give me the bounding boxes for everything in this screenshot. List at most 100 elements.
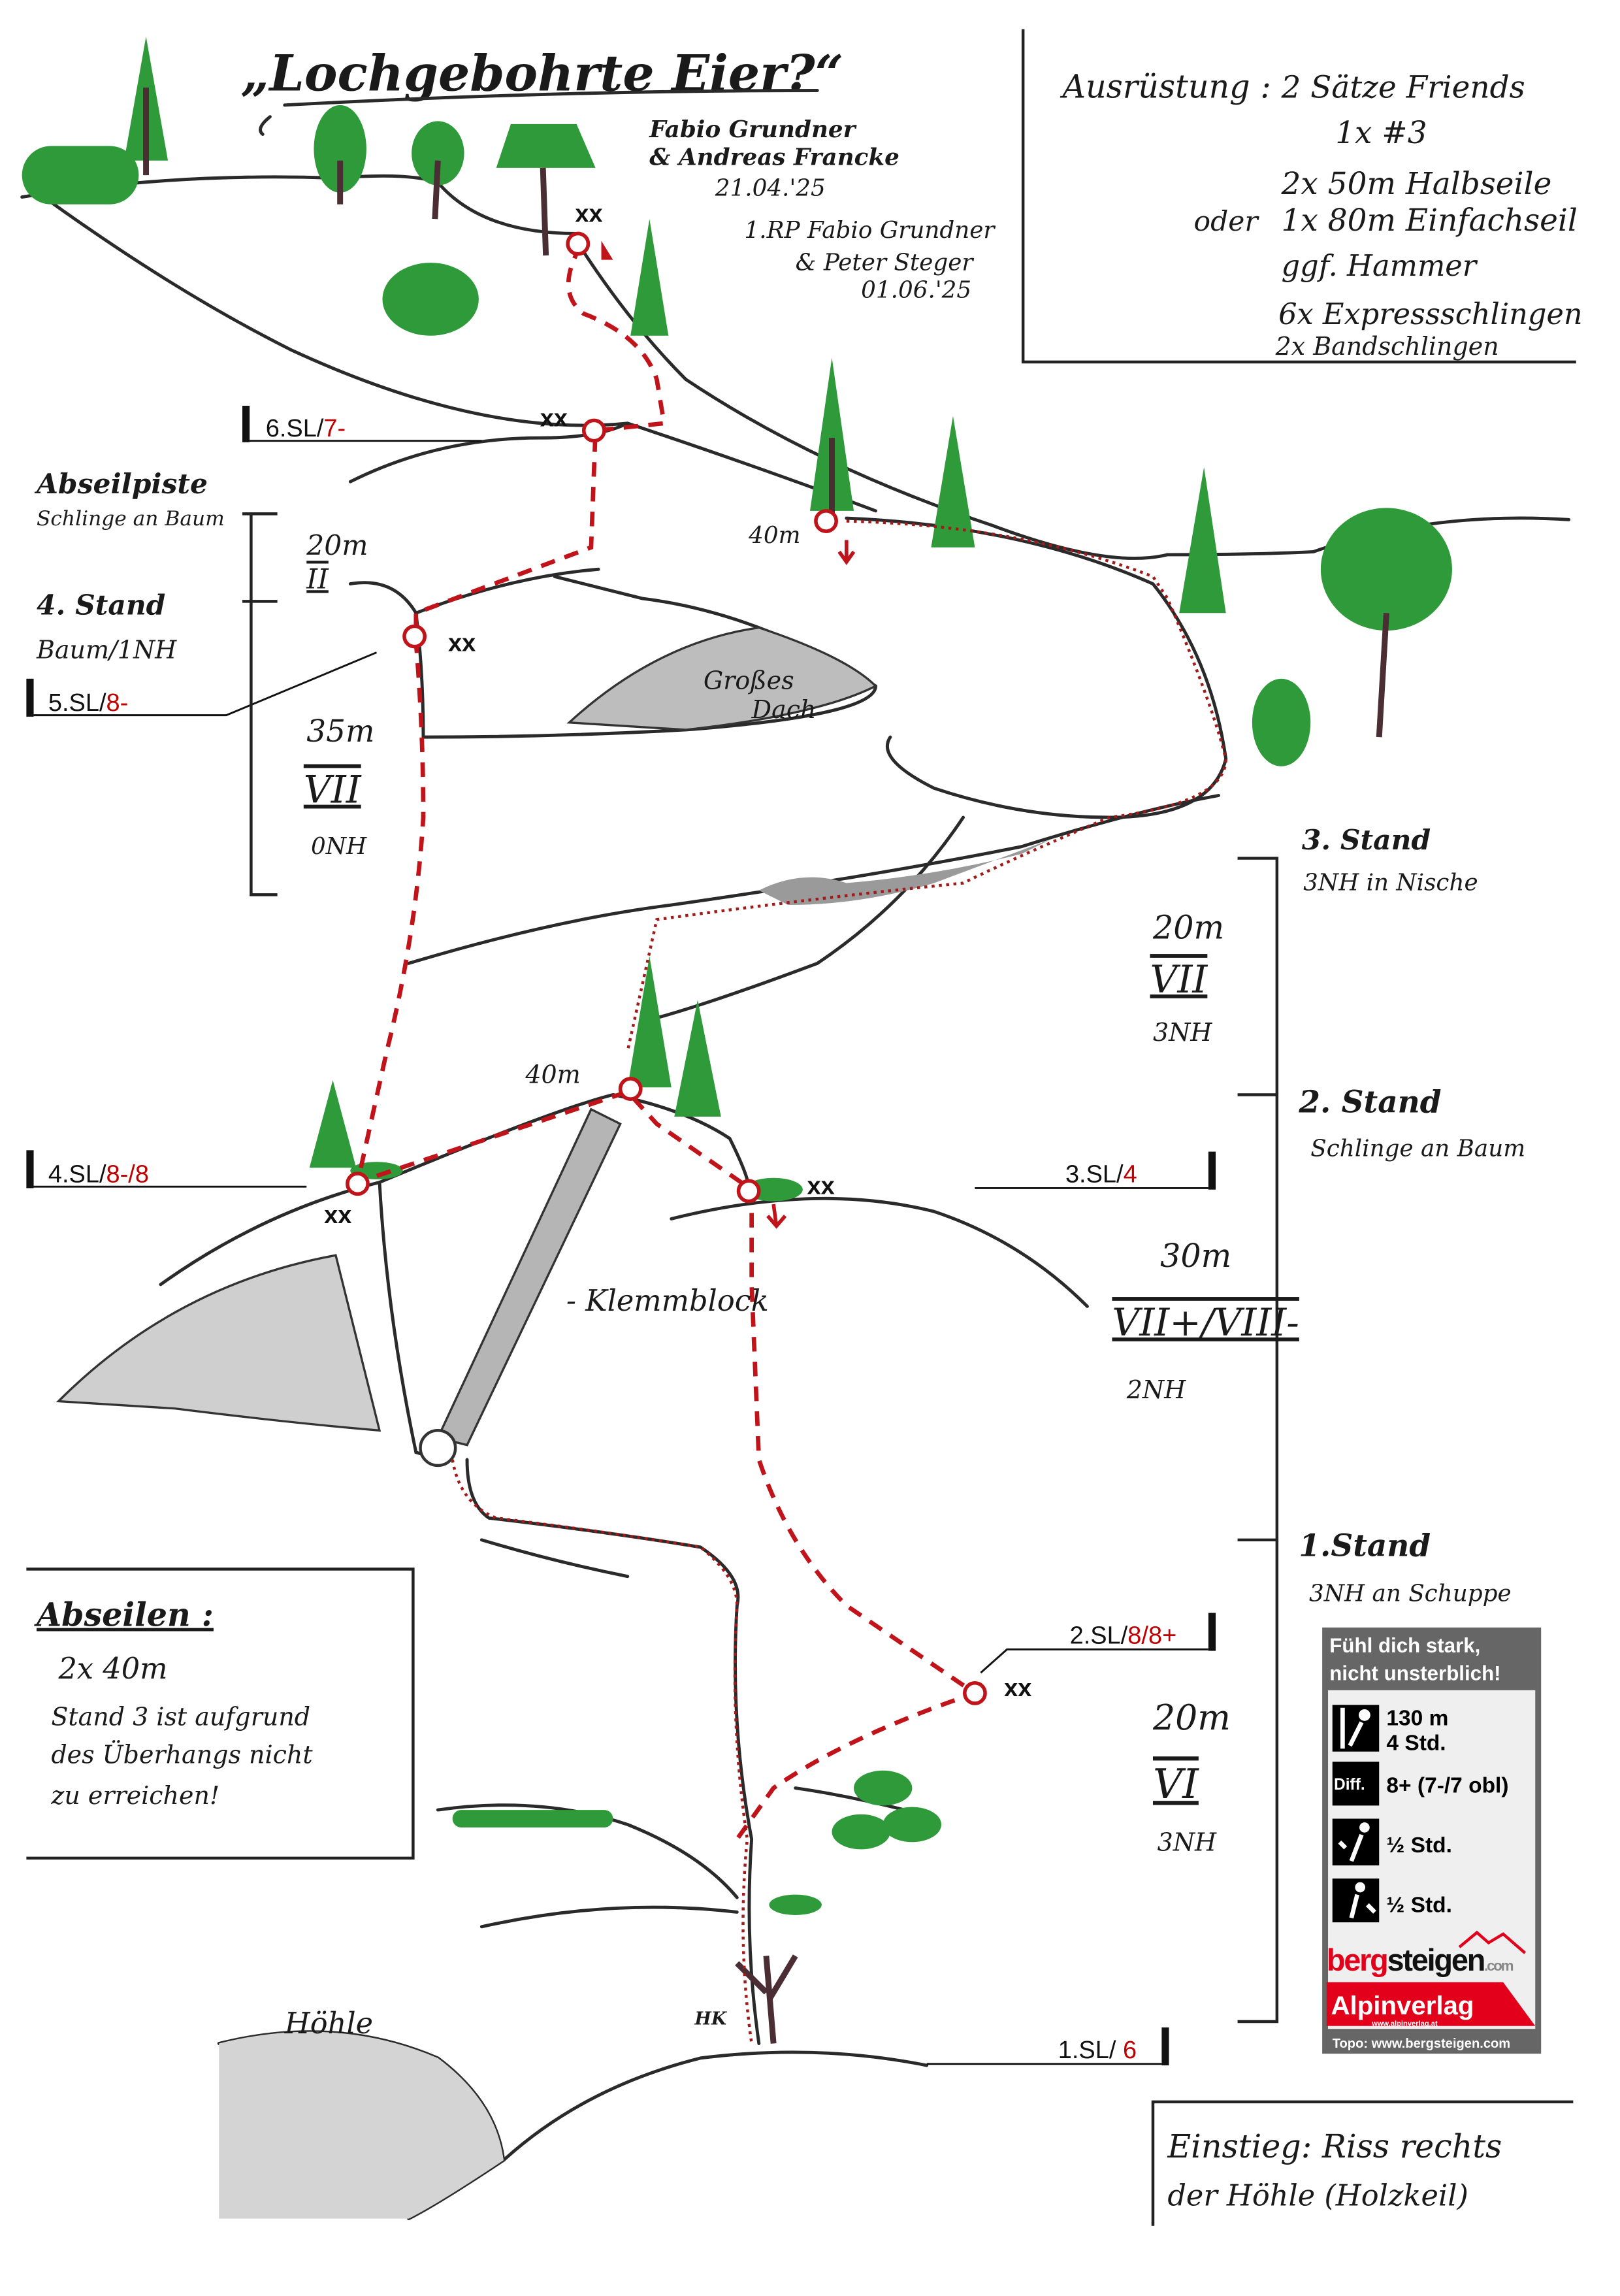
equipment-box: Ausrüstung : 2 Sätze Friends 1x #3 2x 50… (1021, 29, 1583, 364)
left-notes: Abseilpiste Schlinge an Baum 20m II 4. S… (34, 468, 374, 896)
tree-icon (630, 219, 669, 336)
anchor-mark: xx (807, 1172, 835, 1200)
info-card: Fühl dich stark, nicht unsterblich! 130 … (1322, 1627, 1542, 2054)
abseil-box: Abseilen : 2x 40m Stand 3 ist aufgrund d… (26, 1567, 415, 1860)
route-line (346, 231, 1227, 2044)
pitch-3-label: 3.SL/4 (975, 1151, 1216, 1190)
svg-text:1.SL/ 6: 1.SL/ 6 (1058, 2037, 1137, 2064)
equipment-item: 2 Sätze Friends (1281, 70, 1525, 106)
approach-time: ½ Std. (1386, 1833, 1452, 1858)
svg-text:3.SL/4: 3.SL/4 (1065, 1160, 1137, 1188)
topo-credit: Topo: www.bergsteigen.com (1333, 2037, 1510, 2051)
anchor-icon (346, 1172, 370, 1196)
anchor-mark: xx (448, 629, 476, 657)
p2-grade: VII+/VIII- (1112, 1300, 1299, 1345)
tree-icon (314, 105, 366, 205)
p5-grade: VII (304, 768, 362, 812)
start-line: Einstieg: Riss rechts (1167, 2127, 1502, 2165)
equipment-or: oder (1194, 206, 1260, 238)
rappel-40m-mid: 40m (525, 1060, 580, 1089)
p5-bolts: 0NH (311, 833, 367, 860)
stand1-title: 1.Stand (1299, 1528, 1431, 1564)
trees (22, 36, 1452, 1915)
svg-text:Alpinverlag: Alpinverlag (1331, 1991, 1474, 2020)
fa-climber-1: Fabio Grundner (649, 116, 856, 143)
slogan-line: Fühl dich stark, (1329, 1634, 1480, 1657)
roof-label: Dach (751, 695, 817, 724)
anchor-icon (618, 1077, 643, 1101)
belay-anchors (346, 231, 987, 1705)
p5-length: 35m (306, 713, 374, 749)
fa-date: 21.04.'25 (715, 174, 826, 201)
pitch-1-label: 1.SL/ 6 (926, 2027, 1169, 2066)
p1-bolts: 3NH (1158, 1828, 1217, 1857)
anchor-icon (581, 418, 606, 443)
rappel-40m-top: 40m (748, 522, 800, 549)
tree-icon (627, 956, 672, 1088)
right-notes: 3. Stand 3NH in Nische 20m VII 3NH 2. St… (1112, 824, 1525, 2024)
abseil-box-line: 2x 40m (58, 1652, 168, 1686)
p6-length: 20m (306, 530, 368, 562)
stand4-title: 4. Stand (37, 589, 165, 621)
svg-text:bergsteigen.com: bergsteigen.com (1327, 1943, 1514, 1977)
abseil-box-line: zu erreichen! (50, 1781, 219, 1810)
anchor-mark: xx (324, 1202, 351, 1229)
stand4-sub: Baum/1NH (36, 636, 177, 664)
tree-icon (309, 1080, 357, 1168)
stand1-sub: 3NH an Schuppe (1309, 1581, 1512, 1607)
p3-length: 20m (1152, 908, 1224, 946)
tree-icon (1252, 678, 1311, 766)
equipment-item: 2x Bandschlingen (1275, 332, 1499, 361)
equipment-item: 1x 80m Einfachseil (1282, 203, 1578, 238)
wedge-label: HK (694, 2009, 728, 2029)
rp-line2: & Peter Steger (796, 249, 975, 276)
equipment-heading: Ausrüstung : (1060, 68, 1271, 106)
svg-text:5.SL/8-: 5.SL/8- (48, 689, 128, 717)
p2-length: 30m (1160, 1237, 1231, 1275)
tree-icon (1179, 467, 1226, 614)
stand3-sub: 3NH in Nische (1303, 870, 1478, 896)
alpinverlag-logo: Alpinverlag www.alpinverlag.at (1326, 1982, 1536, 2028)
first-ascent: Fabio Grundner & Andreas Francke 21.04.'… (649, 116, 996, 304)
p1-grade: VI (1153, 1760, 1199, 1808)
abseil-box-line: des Überhangs nicht (51, 1741, 313, 1769)
anchor-icon (963, 1681, 987, 1705)
equipment-item: ggf. Hammer (1282, 249, 1478, 283)
equipment-item: 2x 50m Halbseile (1281, 166, 1552, 202)
anchor-mark: xx (575, 201, 602, 228)
route-length: 130 m (1386, 1707, 1448, 1731)
descent-time: ½ Std. (1386, 1893, 1452, 1917)
fa-climber-2: & Andreas Francke (649, 143, 899, 171)
route-time: 4 Std. (1386, 1731, 1446, 1756)
svg-text:6.SL/7-: 6.SL/7- (266, 415, 346, 442)
p3-grade: VII (1150, 957, 1208, 1002)
tree-icon (124, 36, 169, 176)
descent-icon (1332, 1878, 1380, 1923)
anchor-icon (566, 231, 591, 256)
anchor-mark: xx (540, 404, 568, 432)
diff-label: Diff. (1334, 1776, 1365, 1794)
equipment-item: 1x #3 (1335, 115, 1427, 151)
start-line: der Höhle (Holzkeil) (1167, 2178, 1468, 2212)
anchor-icon (814, 509, 839, 533)
p2-bolts: 2NH (1126, 1375, 1186, 1404)
equipment-item: 6x Expressschlingen (1278, 297, 1583, 331)
tree-icon (1320, 508, 1452, 738)
svg-text:4.SL/8-/8: 4.SL/8-/8 (48, 1160, 149, 1188)
abseil-sub: Schlinge an Baum (37, 507, 225, 531)
tree-icon (412, 121, 464, 220)
anchor-icon (736, 1179, 761, 1204)
pitch-5-label: 5.SL/8- (26, 651, 378, 717)
rp-date: 01.06.'25 (861, 277, 971, 304)
tree-icon (674, 1000, 721, 1117)
chockstone-label: - Klemmblock (566, 1284, 769, 1318)
p3-bolts: 3NH (1153, 1018, 1212, 1047)
cave-label: Höhle (284, 2007, 373, 2041)
difficulty-value: 8+ (7-/7 obl) (1386, 1773, 1508, 1797)
anchor-marks: xx xx xx xx xx xx (324, 201, 1031, 1702)
stand3-title: 3. Stand (1302, 824, 1431, 857)
difficulty-icon (1332, 1762, 1380, 1806)
climber-icon (1332, 1705, 1380, 1752)
roof-label: Großes (704, 666, 794, 695)
